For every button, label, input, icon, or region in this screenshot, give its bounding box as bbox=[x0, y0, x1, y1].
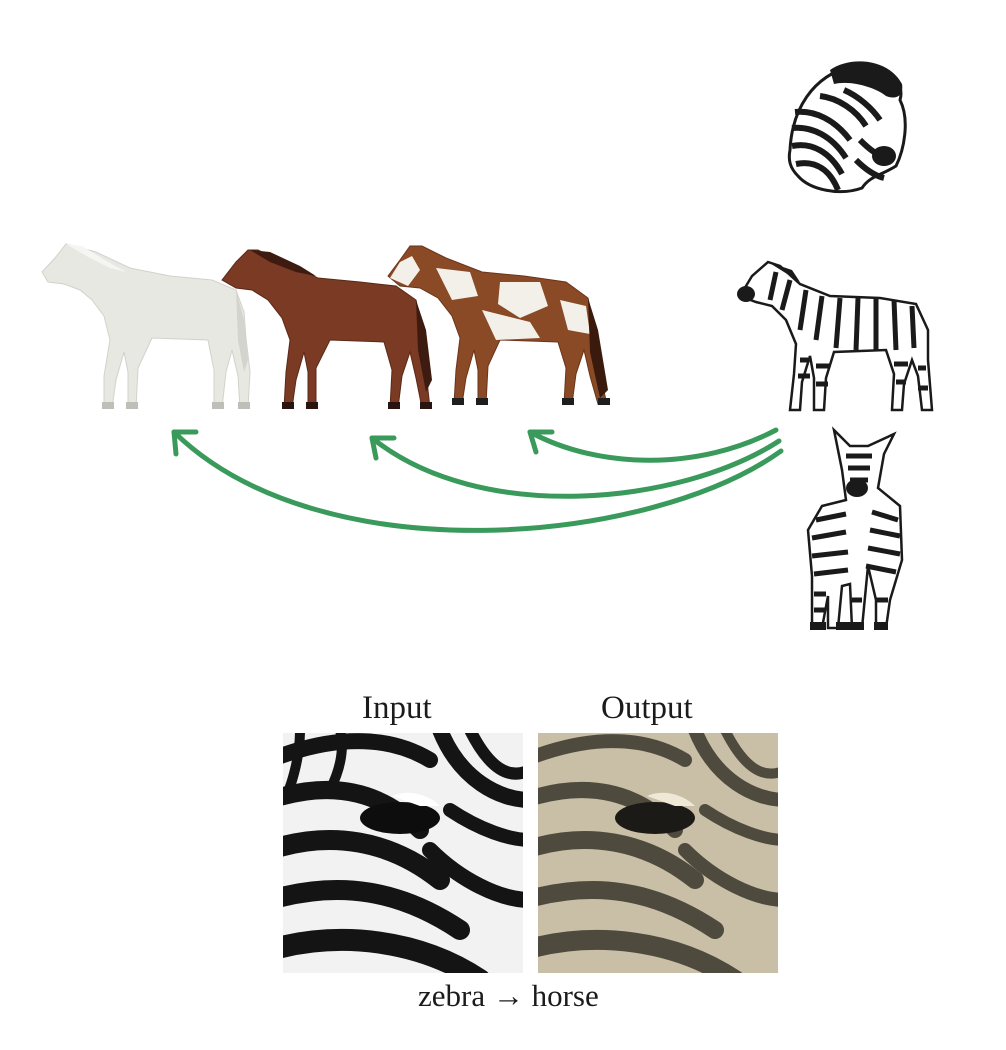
transfer-arrows bbox=[171, 427, 784, 533]
output-label: Output bbox=[601, 690, 693, 726]
arrowhead-bay bbox=[369, 435, 397, 461]
arrow-to-bay-horse bbox=[369, 435, 782, 499]
arrow-to-pinto-horse bbox=[527, 427, 779, 463]
white-horse bbox=[41, 243, 251, 409]
arrowhead-white bbox=[171, 429, 199, 457]
zebra-front-icon bbox=[806, 426, 904, 630]
output-panel bbox=[538, 733, 778, 973]
zebra-head-icon bbox=[787, 61, 907, 194]
input-panel bbox=[283, 733, 523, 973]
input-label: Input bbox=[362, 690, 432, 726]
zebra-side-icon bbox=[737, 260, 934, 412]
translation-caption: zebra → horse bbox=[418, 978, 599, 1013]
pinto-horse bbox=[387, 245, 610, 405]
arrow-to-white-horse bbox=[171, 429, 784, 533]
bay-horse bbox=[221, 249, 432, 409]
arrowhead-pinto bbox=[527, 429, 555, 455]
